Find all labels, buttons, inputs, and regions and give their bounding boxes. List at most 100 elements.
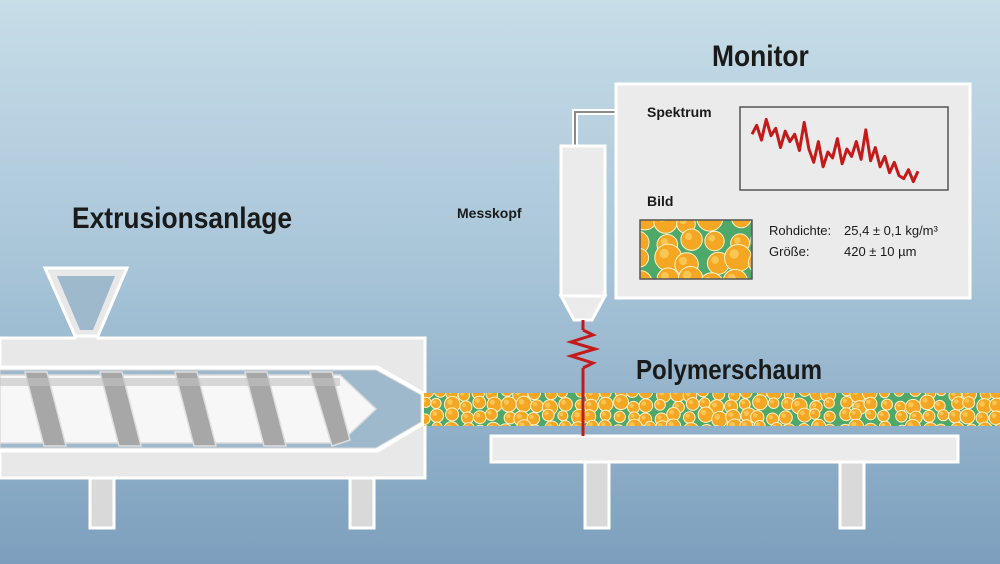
foam-bubble <box>424 424 428 426</box>
foam-bubble-highlight <box>628 387 632 391</box>
foam-bubble <box>704 230 725 252</box>
foam-bubble <box>598 396 614 412</box>
foam-bubble <box>638 393 654 399</box>
foam-bubble <box>823 397 835 409</box>
foam-bubble <box>783 423 795 426</box>
foam-bubble <box>898 424 907 426</box>
foam-bubble-highlight <box>896 388 900 392</box>
density-label: Rohdichte: <box>769 223 832 238</box>
foam-bubble <box>684 422 699 426</box>
foam-bubble-highlight <box>978 414 983 419</box>
foam-bubble <box>443 421 459 426</box>
foam-bubble-highlight <box>547 423 553 426</box>
foam-bubble-highlight <box>661 271 669 279</box>
foam-bubble <box>462 422 475 426</box>
polymer-foam-strand <box>424 387 1000 432</box>
size-label: Größe: <box>769 244 810 259</box>
foam-bubble-highlight <box>674 403 679 408</box>
foam-bubble-highlight <box>531 427 535 431</box>
foam-bubble-highlight <box>992 400 997 406</box>
foam-bubble <box>739 419 754 426</box>
foam-bubble <box>697 406 714 423</box>
foam-bubble-highlight <box>851 410 856 415</box>
foam-bubble-highlight <box>532 402 538 407</box>
foam-bubble-highlight <box>841 427 846 432</box>
foam-bubble-highlight <box>614 427 618 431</box>
foam-bubble-highlight <box>968 426 972 430</box>
foam-bubble-highlight <box>826 426 830 430</box>
foam-bubble-highlight <box>711 256 719 264</box>
foam-bubble <box>864 422 877 426</box>
foam-bubble-highlight <box>688 399 693 405</box>
foam-bubble-highlight <box>927 393 931 394</box>
foam-bubble-highlight <box>699 387 703 391</box>
foam-bubble <box>486 421 501 426</box>
foam-bubble-highlight <box>424 415 426 420</box>
foam-bubble-highlight <box>907 422 913 426</box>
foam-bubble <box>558 397 573 412</box>
foam-bubble <box>683 411 696 424</box>
foam-bubble <box>598 419 612 426</box>
foam-bubble <box>848 418 865 426</box>
foam-bubble-highlight <box>669 409 674 415</box>
foam-bubble-highlight <box>682 270 692 279</box>
foam-bubble-highlight <box>515 393 521 396</box>
foam-bubble-highlight <box>501 426 506 431</box>
foam-bubble <box>556 393 568 399</box>
foam-bubble-highlight <box>729 249 739 259</box>
foam-bubble-highlight <box>883 401 888 405</box>
foam-bubble <box>530 424 540 426</box>
foam-bubble-highlight <box>730 393 735 396</box>
foam-bubble-highlight <box>475 412 481 418</box>
foam-bubble-highlight <box>898 427 902 431</box>
foam-bubble <box>798 423 810 426</box>
foam-bubble-highlight <box>700 409 707 415</box>
extruder-screw <box>0 371 378 447</box>
foam-bubble <box>613 394 629 411</box>
foam-bubble-highlight <box>742 422 747 426</box>
foam-bubble <box>713 425 720 426</box>
foam-bubble-highlight <box>530 393 534 394</box>
foam-bubble-highlight <box>759 389 763 393</box>
density-value: 25,4 ± 0,1 kg/m³ <box>844 223 938 238</box>
foam-bubble-highlight <box>992 388 997 393</box>
foam-bubble <box>778 410 793 425</box>
foam-bubble <box>433 393 447 398</box>
foam-bubble <box>878 420 892 426</box>
foam-bubble <box>767 397 780 410</box>
foam-bubble-highlight <box>939 411 944 416</box>
foam-bubble-highlight <box>641 401 647 406</box>
foam-bubble-highlight <box>489 399 495 405</box>
foam-bubble <box>613 424 623 426</box>
foam-bubble-highlight <box>561 399 566 405</box>
foam-bubble <box>739 393 753 399</box>
foam-bubble-highlight <box>965 393 970 395</box>
foam-bubble <box>799 393 811 397</box>
foam-bubble-highlight <box>684 232 693 241</box>
foam-bubble-highlight <box>646 423 651 426</box>
foam-bubble <box>613 410 626 423</box>
foam-bubble-highlight <box>714 414 721 420</box>
foam-bubble-highlight <box>826 413 830 417</box>
foam-bubble <box>599 409 612 422</box>
foam-bubble <box>841 393 852 397</box>
foam-bubble-highlight <box>727 273 736 279</box>
foam-bubble <box>457 393 471 402</box>
foam-bubble-highlight <box>702 427 707 432</box>
foam-bubble <box>753 420 766 426</box>
foam-bubble-highlight <box>755 397 761 403</box>
foam-bubble-highlight <box>811 410 815 415</box>
foam-bubble <box>849 408 862 421</box>
foam-bubble-highlight <box>726 402 732 407</box>
foam-bubble-highlight <box>729 421 736 426</box>
foam-bubble-highlight <box>616 397 622 403</box>
foam-bubble <box>824 423 835 426</box>
foam-bubble-highlight <box>657 415 662 420</box>
foam-bubble-highlight <box>506 414 511 419</box>
foam-bubble <box>640 220 658 231</box>
foam-bubble-highlight <box>997 425 1000 426</box>
foam-bubble-highlight <box>708 234 715 242</box>
foam-bubble-highlight <box>770 399 774 404</box>
foam-bubble <box>978 421 993 426</box>
foam-bubble-highlight <box>559 412 564 417</box>
